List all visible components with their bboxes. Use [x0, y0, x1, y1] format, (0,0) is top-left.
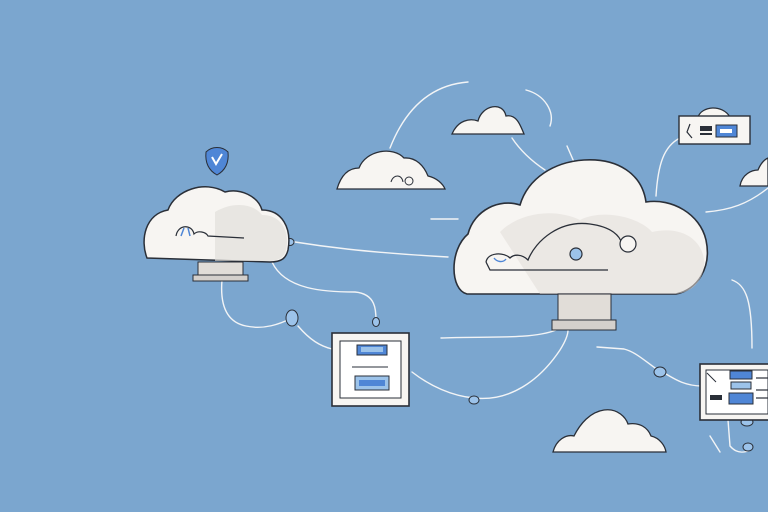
- network-line: [389, 81, 469, 149]
- network-line: [411, 329, 569, 400]
- monitor-icon-top-right: [678, 107, 751, 145]
- connector-node: [653, 366, 667, 378]
- network-lines: [220, 81, 768, 453]
- network-line: [655, 137, 681, 197]
- network-line: [709, 435, 721, 453]
- connector-node: [372, 317, 380, 327]
- cloud-icon-medium: [336, 150, 446, 190]
- network-line: [440, 329, 557, 339]
- network-line: [511, 137, 546, 171]
- shield-icon: [205, 147, 229, 176]
- network-line: [294, 241, 449, 258]
- connector-node: [285, 309, 299, 327]
- server-stand-icon-left: [192, 261, 249, 282]
- network-line: [297, 325, 333, 350]
- monitor-icon-center: [331, 332, 410, 407]
- connector-node: [468, 395, 480, 405]
- monitor-icon-right: [699, 363, 768, 421]
- cloud-icon-left: [143, 186, 290, 263]
- connector-node: [742, 442, 754, 452]
- cloud-icon-bottom: [552, 409, 667, 453]
- cloud-icon-small-top: [451, 106, 525, 135]
- server-stand-icon-main: [551, 293, 617, 331]
- network-line: [731, 279, 753, 349]
- network-line: [705, 187, 768, 213]
- network-line: [665, 373, 703, 387]
- network-line: [220, 279, 293, 328]
- network-line: [596, 346, 659, 371]
- cloud-icon-main: [453, 159, 709, 295]
- network-line: [525, 89, 552, 127]
- network-line: [566, 145, 575, 163]
- network-line: [271, 261, 377, 323]
